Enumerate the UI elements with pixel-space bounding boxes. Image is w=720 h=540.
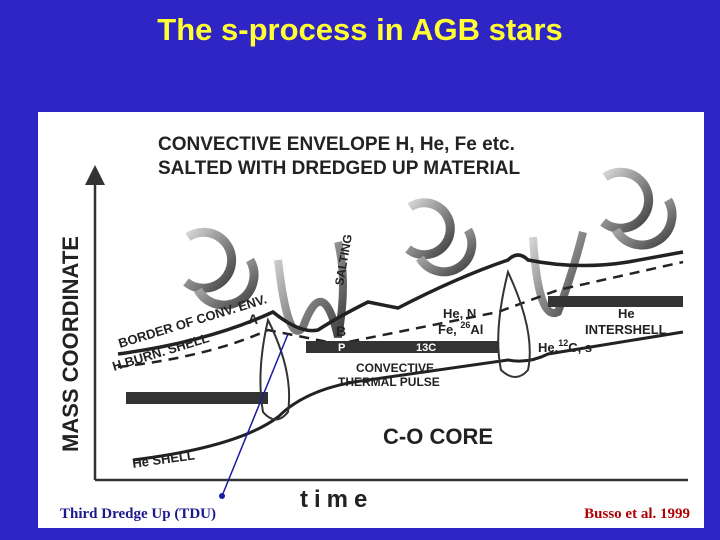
convection-arrow-1: [183, 227, 259, 310]
point-b-label: B: [336, 323, 346, 339]
intershell-bar-right: [548, 296, 683, 307]
convection-arrow-3: [600, 167, 677, 250]
thermal-pulse-2: [497, 269, 531, 378]
intershell-label: INTERSHELL: [585, 322, 667, 337]
dredge-up-arrow-2: [529, 231, 587, 317]
border-line: [117, 250, 684, 356]
salting-label: SALTING: [332, 233, 355, 286]
x-axis-label: time: [300, 486, 373, 513]
c13-pocket-bar: [398, 341, 498, 353]
slide-title: The s-process in AGB stars: [157, 12, 563, 47]
p-pocket-bar: [306, 341, 398, 353]
thermal-pulse-label-2: THERMAL PULSE: [338, 375, 440, 389]
co-core-label: C-O CORE: [383, 424, 493, 449]
header-line-1: CONVECTIVE ENVELOPE H, He, Fe etc.: [158, 134, 515, 155]
he12c-label: He,12C, s: [538, 338, 592, 355]
citation-caption: Busso et al. 1999: [584, 506, 690, 522]
agb-diagram-svg: CONVECTIVE ENVELOPE H, He, Fe etc. SALTE…: [58, 134, 688, 513]
fe-al-label: Fe, 26Al: [438, 320, 483, 337]
thermal-pulse-1: [259, 317, 291, 421]
point-a-label: A: [248, 311, 258, 327]
he-label: He: [618, 306, 635, 321]
tdu-caption: Third Dredge Up (TDU): [60, 506, 216, 522]
agb-diagram: CONVECTIVE ENVELOPE H, He, Fe etc. SALTE…: [38, 112, 704, 528]
point-p-label: P: [338, 342, 345, 354]
he-n-label: He, N: [443, 306, 476, 321]
thermal-pulse-label-1: CONVECTIVE: [356, 361, 434, 375]
y-axis-label: MASS COORDINATE: [58, 236, 83, 452]
header-line-2: SALTED WITH DREDGED UP MATERIAL: [158, 158, 520, 179]
intershell-bar-left: [126, 392, 268, 404]
dredge-up-arrow-1: [274, 241, 347, 338]
convection-arrow-2: [405, 198, 477, 277]
c13-label: 13C: [416, 342, 436, 354]
he-shell-label: He SHELL: [131, 447, 195, 471]
he-shell-line: [132, 330, 684, 462]
